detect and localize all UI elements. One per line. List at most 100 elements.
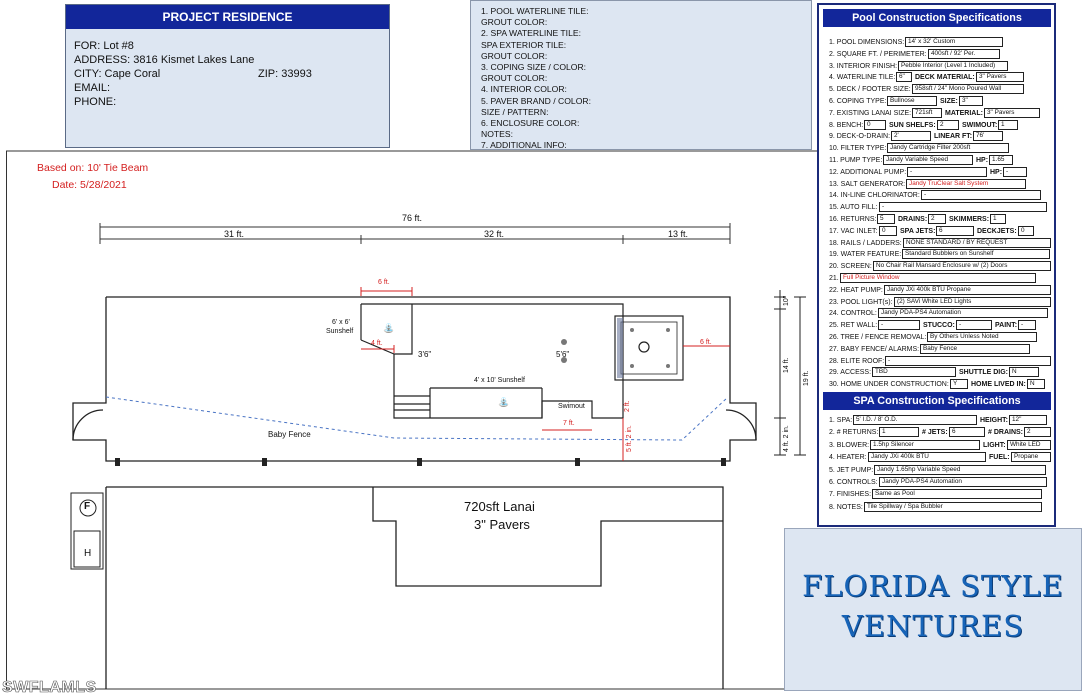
note-line: 4. INTERIOR COLOR: xyxy=(481,84,567,95)
dim-4ft2in: 4 ft. 2 in. xyxy=(783,425,790,452)
logo-line-1: FLORIDA STYLE xyxy=(802,569,1064,603)
spec-value-field: - xyxy=(1018,320,1036,331)
dim-19ft: 19 ft. xyxy=(803,370,810,386)
spec-value-field: Jandy Cartridge Filter 200sft xyxy=(887,143,1009,154)
seg2-label: 32 ft. xyxy=(484,229,505,239)
spec-sublabel: # DRAINS: xyxy=(988,429,1024,437)
spec-value-field: 0 xyxy=(1018,225,1034,236)
spec-sublabel: FUEL: xyxy=(989,454,1010,462)
spec-value-field: White LED xyxy=(1007,439,1051,450)
dim-6ft-top: 6 ft. xyxy=(378,279,390,286)
spec-value-field: Jandy JXi 400k BTU Propane xyxy=(884,284,1051,295)
spec-label: 19. WATER FEATURE: xyxy=(829,251,902,259)
note-line: SIZE / PATTERN: xyxy=(481,106,549,117)
spec-label: 18. RAILS / LADDERS: xyxy=(829,239,902,247)
seg1-label: 31 ft. xyxy=(224,229,245,239)
spec-value-field: 0 xyxy=(864,119,886,130)
spec-value-field: 6 xyxy=(949,427,985,438)
spec-value-field: 3" Pavers xyxy=(976,72,1024,83)
equipment-pad xyxy=(70,492,104,570)
spec-label: 26. TREE / FENCE REMOVAL: xyxy=(829,334,927,341)
spec-value-field: No Chair Rail Mansard Enclosure w/ (2) D… xyxy=(873,261,1051,272)
spec-value-field: Same as Pool xyxy=(872,489,1042,500)
note-line: 2. SPA WATERLINE TILE: xyxy=(481,28,581,39)
email-field: EMAIL: xyxy=(74,82,111,94)
lot-field: FOR: Lot #8 xyxy=(74,40,134,52)
date-label: Date: 5/28/2021 xyxy=(52,179,127,191)
spec-label: 5. JET PUMP: xyxy=(829,466,874,474)
spec-value-field: Jandy PDA-PS4 Automation xyxy=(879,477,1047,487)
spec-value-field: 1 xyxy=(990,214,1006,224)
spec-sublabel: STUCCO: xyxy=(923,322,955,330)
spec-value-field: 12" xyxy=(1009,415,1047,425)
pool-features xyxy=(561,328,670,368)
spec-value-field: (2) SAVi White LED Lights xyxy=(894,296,1051,307)
spec-sublabel: SWIMOUT: xyxy=(962,121,998,129)
note-line: SPA EXTERIOR TILE: xyxy=(481,39,567,50)
spec-value-field: Bullnose xyxy=(887,96,937,106)
spec-value-field: 6 xyxy=(936,225,974,236)
spec-label: 7. EXISTING LANAI SIZE: xyxy=(829,109,912,117)
dim-5-6: 5'6" xyxy=(556,350,570,359)
selection-notes-panel: 1. POOL WATERLINE TILE: GROUT COLOR:2. S… xyxy=(470,0,812,150)
spec-label: 12. ADDITIONAL PUMP: xyxy=(829,168,907,176)
spec-value-field: Propane xyxy=(1011,452,1051,463)
spec-value-field: By Others Unless Noted xyxy=(927,332,1037,342)
spec-value-field: 14' x 32' Custom xyxy=(905,37,1003,47)
spec-sublabel: HP: xyxy=(990,168,1003,176)
note-line: 6. ENCLOSURE COLOR: xyxy=(481,118,580,128)
spec-value-field: 2 xyxy=(1024,427,1051,438)
spec-sublabel: HP: xyxy=(976,157,989,164)
spec-sublabel: SIZE: xyxy=(940,98,958,105)
spec-label: 4. WATERLINE TILE: xyxy=(829,74,896,82)
logo-line-2: VENTURES xyxy=(841,609,1025,643)
spec-value-field: - xyxy=(907,166,987,177)
note-line: GROUT COLOR: xyxy=(481,50,548,61)
note-line: 5. PAVER BRAND / COLOR: xyxy=(481,95,591,106)
spec-value-field: Pebble Interior (Level 1 Included) xyxy=(898,60,1008,71)
spec-value-field: 76' xyxy=(973,131,1003,142)
dim-3-6: 3'6" xyxy=(418,350,432,359)
spec-label: 8. BENCH: xyxy=(829,121,864,129)
spec-label: 28. ELITE ROOF: xyxy=(829,357,885,365)
spec-label: 8. NOTES: xyxy=(829,503,863,511)
spec-value-field: Full Picture Window xyxy=(840,273,1036,283)
seg3-label: 13 ft. xyxy=(668,229,689,239)
red-dimension-marks xyxy=(360,287,730,461)
spec-value-field: 0 xyxy=(879,225,897,236)
city-field: CITY: Cape Coral xyxy=(74,68,161,80)
spec-sublabel: SUN SHELFS: xyxy=(889,121,936,129)
spa-spec-header: SPA Construction Specifications xyxy=(823,392,1051,410)
spec-sublabel: DRAINS: xyxy=(898,216,928,223)
spec-sublabel: PAINT: xyxy=(995,322,1018,330)
spec-label: 11. PUMP TYPE: xyxy=(829,157,883,164)
spec-value-field: - xyxy=(956,320,992,331)
spec-value-field: Tile Spillway / Spa Bubbler xyxy=(864,501,1042,512)
spec-sublabel: LIGHT: xyxy=(983,441,1006,449)
sunshelf-6x6-label: 6' x 6' xyxy=(332,319,350,326)
spec-label: 2. # RETURNS: xyxy=(829,429,879,437)
spec-value-field: Jandy JXi 400k BTU xyxy=(868,452,986,463)
spec-label: 5. DECK / FOOTER SIZE: xyxy=(829,86,911,94)
dim-6ft-right: 6 ft. xyxy=(700,339,712,346)
project-residence-header: PROJECT RESIDENCE xyxy=(66,5,389,29)
spec-value-field: Jandy PDA-PS4 Automation xyxy=(878,308,1048,319)
spec-value-field: - xyxy=(885,355,1051,366)
spec-value-field: 1.5hp Silencer xyxy=(870,439,980,450)
spec-value-field: 2' xyxy=(891,131,931,142)
spec-sublabel: HOME LIVED IN: xyxy=(971,381,1026,389)
dim-10in: 10" xyxy=(783,295,790,306)
spec-label: 9. DECK-O-DRAIN: xyxy=(829,133,891,141)
spec-sublabel: SHUTTLE DIG: xyxy=(959,369,1008,377)
spec-label: 17. VAC INLET: xyxy=(829,227,878,235)
house-outline xyxy=(72,296,757,689)
note-line: 3. COPING SIZE / COLOR: xyxy=(481,62,587,72)
pool-outline xyxy=(360,303,684,419)
note-line: GROUT COLOR: xyxy=(481,73,548,84)
heater-equipment-label: H xyxy=(84,548,92,559)
spec-label: 3. BLOWER: xyxy=(829,441,870,449)
project-residence-panel: PROJECT RESIDENCE FOR: Lot #8 ADDRESS: 3… xyxy=(65,4,390,148)
side-dimension-marks xyxy=(774,290,806,456)
company-logo: FLORIDA STYLE VENTURES xyxy=(784,528,1082,691)
